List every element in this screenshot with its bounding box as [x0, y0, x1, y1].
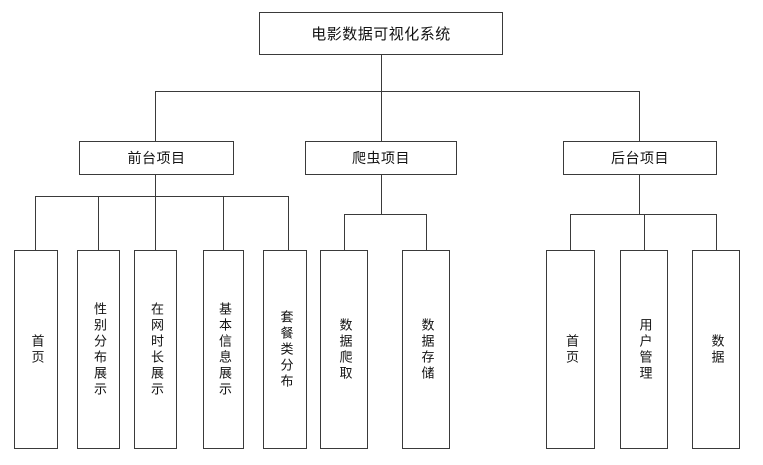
- node-leaf-crawler-data-storage[interactable]: 数据存储: [402, 250, 450, 449]
- node-root[interactable]: 电影数据可视化系统: [259, 12, 503, 55]
- node-leaf-frontend-basic-info-label: 基本信息展示: [216, 301, 231, 398]
- node-leaf-frontend-online-duration-label: 在网时长展示: [148, 301, 163, 398]
- connector-main-bus: [155, 91, 639, 92]
- connector-backend-leaf-drop-3: [716, 214, 717, 250]
- node-root-label: 电影数据可视化系统: [311, 25, 451, 43]
- connector-drop-backend: [639, 91, 640, 141]
- node-leaf-backend-home[interactable]: 首页: [546, 250, 595, 449]
- connector-backend-leaf-drop-1: [570, 214, 571, 250]
- node-leaf-backend-user-management-label: 用户管理: [636, 317, 652, 382]
- connector-crawler-leaf-drop-1: [344, 214, 345, 250]
- connector-drop-frontend: [155, 91, 156, 141]
- node-leaf-frontend-gender-distribution[interactable]: 性别分布展示: [77, 250, 120, 449]
- node-branch-crawler-label: 爬虫项目: [352, 151, 410, 167]
- node-branch-frontend[interactable]: 前台项目: [79, 141, 234, 175]
- connector-frontend-leaf-drop-1: [35, 196, 36, 250]
- node-branch-backend-label: 后台项目: [611, 151, 669, 167]
- connector-backend-leaf-drop-2: [644, 214, 645, 250]
- connector-drop-crawler: [381, 91, 382, 141]
- connector-crawler-bus: [344, 214, 426, 215]
- connector-frontend-leaf-drop-3: [155, 196, 156, 250]
- node-leaf-backend-data-label: 数据: [708, 333, 724, 366]
- node-leaf-backend-home-label: 首页: [563, 333, 578, 366]
- node-leaf-frontend-package-distribution-label: 套餐类分布: [277, 309, 293, 390]
- connector-backend-bus: [570, 214, 716, 215]
- node-leaf-crawler-data-storage-label: 数据存储: [418, 317, 434, 382]
- connector-frontend-stem: [155, 175, 156, 196]
- node-leaf-crawler-data-scraping[interactable]: 数据爬取: [320, 250, 368, 449]
- node-leaf-frontend-gender-distribution-label: 性别分布展示: [91, 301, 106, 398]
- node-leaf-backend-user-management[interactable]: 用户管理: [620, 250, 668, 449]
- node-leaf-frontend-basic-info[interactable]: 基本信息展示: [203, 250, 244, 449]
- node-branch-backend[interactable]: 后台项目: [563, 141, 717, 175]
- node-leaf-frontend-online-duration[interactable]: 在网时长展示: [134, 250, 177, 449]
- node-leaf-backend-data[interactable]: 数据: [692, 250, 740, 449]
- connector-backend-stem: [639, 175, 640, 214]
- node-leaf-crawler-data-scraping-label: 数据爬取: [336, 317, 352, 382]
- connector-crawler-stem: [381, 175, 382, 214]
- node-leaf-frontend-home[interactable]: 首页: [14, 250, 58, 449]
- connector-root-stem: [381, 55, 382, 91]
- connector-frontend-leaf-drop-5: [288, 196, 289, 250]
- node-branch-crawler[interactable]: 爬虫项目: [305, 141, 457, 175]
- connector-crawler-leaf-drop-2: [426, 214, 427, 250]
- node-branch-frontend-label: 前台项目: [127, 151, 186, 167]
- connector-frontend-leaf-drop-4: [223, 196, 224, 250]
- connector-frontend-bus: [35, 196, 288, 197]
- node-leaf-frontend-home-label: 首页: [28, 333, 44, 366]
- connector-frontend-leaf-drop-2: [98, 196, 99, 250]
- node-leaf-frontend-package-distribution[interactable]: 套餐类分布: [263, 250, 307, 449]
